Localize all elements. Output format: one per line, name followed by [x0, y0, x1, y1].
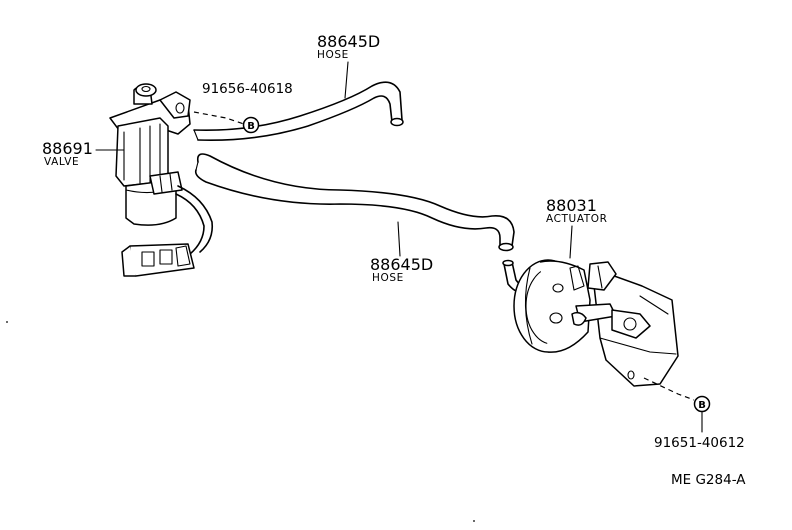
label-hose-lower: 88645D HOSE [370, 221, 433, 284]
fastener-upper[interactable]: B 91656-40618 [193, 81, 293, 134]
valve-name: VALVE [44, 156, 79, 168]
label-hose-upper: 88645D HOSE [317, 32, 380, 99]
hose-lower[interactable] [194, 153, 515, 252]
scan-speck [473, 520, 475, 522]
fastener-lower-ref: B [698, 400, 706, 411]
hose-upper-name: HOSE [317, 49, 349, 61]
valve-assembly[interactable] [109, 83, 214, 277]
hose-upper-number: 88645D [317, 32, 380, 51]
actuator-name: ACTUATOR [546, 213, 608, 225]
diagram-code: ME G284-A [671, 472, 746, 488]
hose-lower-number: 88645D [370, 255, 433, 274]
hose-upper[interactable] [193, 81, 404, 142]
fastener-upper-ref: B [247, 121, 255, 132]
label-valve: 88691 VALVE [42, 139, 125, 168]
fastener-lower-number: 91651-40612 [654, 435, 745, 451]
scan-speck [6, 321, 8, 323]
actuator-assembly[interactable] [502, 259, 679, 387]
valve-number: 88691 [42, 139, 93, 158]
actuator-number: 88031 [546, 196, 597, 215]
fastener-upper-number: 91656-40618 [202, 81, 293, 97]
fastener-lower[interactable]: B 91651-40612 [643, 377, 745, 451]
label-actuator: 88031 ACTUATOR [546, 196, 608, 259]
hose-lower-name: HOSE [372, 272, 404, 284]
